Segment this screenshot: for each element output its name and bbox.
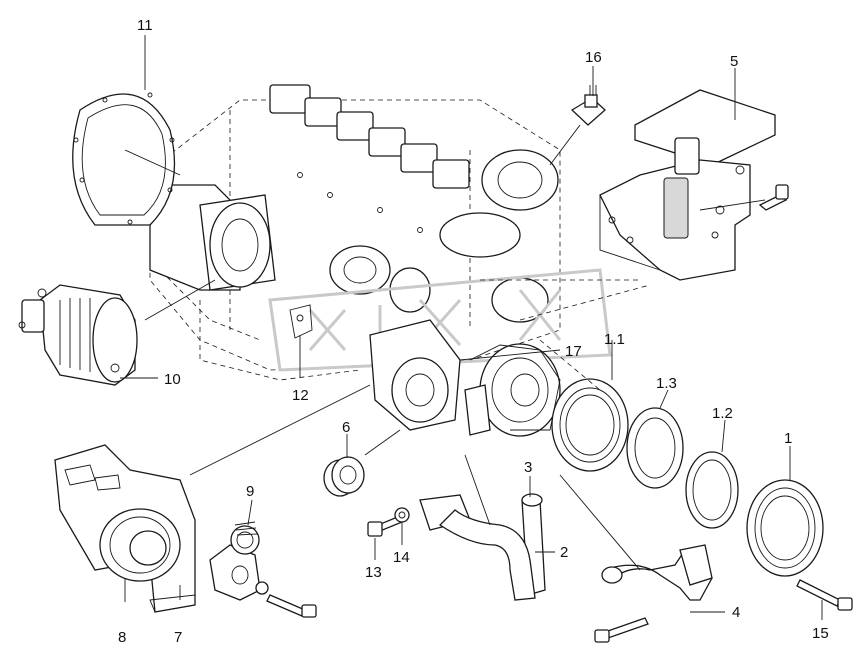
label-15: 15 — [812, 625, 829, 642]
part-5-bracket — [599, 89, 776, 281]
part-labels: 11 16 5 10 12 17 1.1 1.3 1.2 1 6 3 2 14 … — [118, 17, 829, 646]
label-1: 1 — [784, 430, 792, 447]
label-9: 9 — [246, 483, 254, 500]
label-1-2: 1.2 — [712, 405, 733, 422]
leader-lines — [120, 35, 823, 620]
label-10: 10 — [164, 371, 181, 388]
part-16-sensor — [570, 85, 606, 126]
part-10-starter — [18, 284, 138, 386]
label-2: 2 — [560, 544, 568, 561]
label-7: 7 — [174, 629, 182, 646]
part-1-2-ring — [685, 451, 739, 529]
part-1-1-ring — [551, 378, 629, 472]
label-14: 14 — [393, 549, 410, 566]
part-4-elbow-pipe — [601, 544, 713, 601]
label-1-3: 1.3 — [656, 375, 677, 392]
label-1-1: 1.1 — [604, 331, 625, 348]
part-1-3-gasket — [626, 407, 684, 489]
label-8: 8 — [118, 629, 126, 646]
label-3: 3 — [524, 459, 532, 476]
label-12: 12 — [292, 387, 309, 404]
part-14-washer — [394, 507, 410, 523]
part-8-pulley — [99, 508, 181, 582]
part-12-clamp — [289, 304, 313, 339]
part-4-bolt — [594, 617, 649, 643]
label-13: 13 — [365, 564, 382, 581]
label-4: 4 — [732, 604, 740, 621]
label-11: 11 — [137, 17, 153, 34]
front-pulley-assembly — [369, 319, 561, 437]
label-5: 5 — [730, 53, 738, 70]
part-15-bolt — [796, 579, 853, 611]
label-17: 17 — [565, 343, 582, 360]
part-6-spacer-ring — [323, 456, 365, 497]
engine-block — [149, 84, 561, 381]
label-16: 16 — [585, 49, 602, 66]
part-1-pulley — [746, 479, 824, 577]
part-2-oil-pipe — [419, 494, 536, 601]
part-9-tensioner — [209, 521, 261, 601]
part-11-flywheel-gasket — [72, 92, 176, 226]
label-6: 6 — [342, 419, 350, 436]
bracket-bolt — [758, 184, 789, 211]
tensioner-bolt — [255, 581, 317, 618]
